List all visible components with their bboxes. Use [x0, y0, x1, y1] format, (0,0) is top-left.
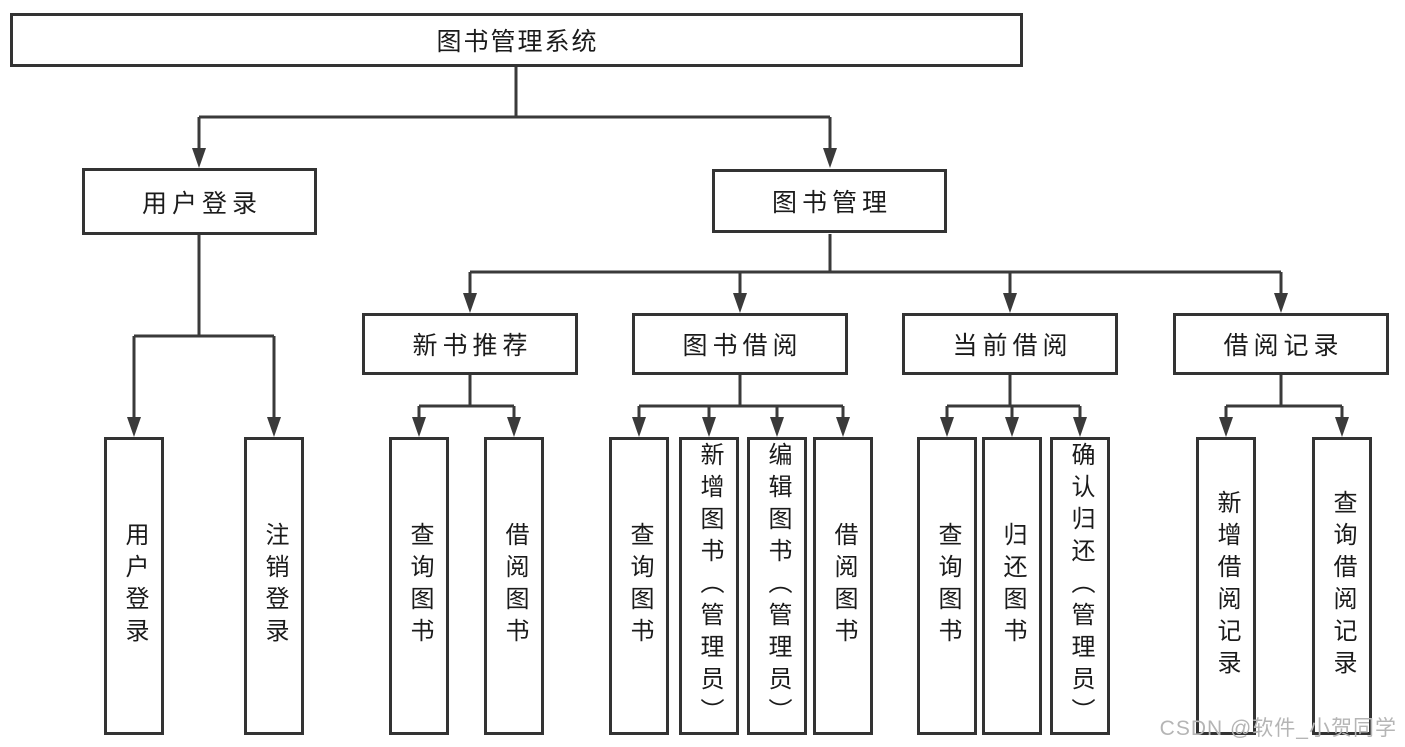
node-label: 图书管理: [771, 189, 892, 217]
leaf-query-books-borrowing: 查询图书: [609, 437, 669, 735]
arrow-down-icon: [702, 417, 716, 437]
arrow-down-icon: [836, 417, 850, 437]
node-label: 当前借阅: [952, 332, 1073, 360]
node-label: 归还图书: [999, 522, 1026, 650]
arrow-down-icon: [127, 417, 141, 437]
node-borrow-records: 借阅记录: [1173, 313, 1389, 375]
leaf-query-books-current: 查询图书: [917, 437, 977, 735]
leaf-user-login: 用户登录: [104, 437, 164, 735]
node-label: 用户登录: [121, 522, 148, 650]
arrow-down-icon: [823, 148, 837, 168]
node-label: 查询图书: [626, 522, 653, 650]
arrow-down-icon: [192, 148, 206, 168]
arrow-down-icon: [1005, 417, 1019, 437]
arrow-down-icon: [412, 417, 426, 437]
arrow-down-icon: [1219, 417, 1233, 437]
arrow-down-icon: [507, 417, 521, 437]
node-label: 新增图书（管理员）: [696, 442, 723, 730]
node-label: 编辑图书（管理员）: [764, 442, 791, 730]
node-label: 新书推荐: [412, 332, 533, 360]
node-library-system: 图书管理系统: [10, 13, 1023, 67]
tree-edges: [132, 67, 1344, 433]
node-label: 用户登录: [141, 189, 262, 218]
arrow-down-icon: [1274, 293, 1288, 313]
node-label: 注销登录: [261, 522, 288, 650]
node-label: 图书管理系统: [436, 28, 599, 56]
arrow-down-icon: [940, 417, 954, 437]
node-label: 图书借阅: [682, 332, 803, 360]
node-label: 借阅记录: [1223, 332, 1344, 360]
node-book-borrowing: 图书借阅: [632, 313, 848, 375]
node-new-book-recommend: 新书推荐: [362, 313, 578, 375]
arrow-down-icon: [1003, 293, 1017, 313]
arrow-down-icon: [463, 293, 477, 313]
arrow-down-icon: [1073, 417, 1087, 437]
leaf-borrow-books: 借阅图书: [813, 437, 873, 735]
leaf-edit-books-admin: 编辑图书（管理员）: [747, 437, 807, 735]
node-user-login: 用户登录: [82, 168, 317, 235]
node-label: 确认归还（管理员）: [1067, 442, 1094, 730]
node-label: 查询图书: [934, 522, 961, 650]
arrow-down-icon: [770, 417, 784, 437]
node-label: 借阅图书: [501, 522, 528, 650]
arrow-down-icon: [267, 417, 281, 437]
node-label: 查询借阅记录: [1329, 490, 1356, 682]
leaf-confirm-return-admin: 确认归还（管理员）: [1050, 437, 1110, 735]
arrow-down-icon: [632, 417, 646, 437]
leaf-borrow-books-recommend: 借阅图书: [484, 437, 544, 735]
arrow-down-icon: [1335, 417, 1349, 437]
arrowheads: [127, 148, 1349, 437]
leaf-return-books: 归还图书: [982, 437, 1042, 735]
node-label: 借阅图书: [830, 522, 857, 650]
node-label: 查询图书: [406, 522, 433, 650]
leaf-logout: 注销登录: [244, 437, 304, 735]
leaf-query-borrow-record: 查询借阅记录: [1312, 437, 1372, 735]
csdn-watermark: CSDN @软件_小贺同学: [1159, 717, 1397, 740]
leaf-add-borrow-record: 新增借阅记录: [1196, 437, 1256, 735]
leaf-add-books-admin: 新增图书（管理员）: [679, 437, 739, 735]
node-book-management: 图书管理: [712, 169, 947, 233]
leaf-query-books-recommend: 查询图书: [389, 437, 449, 735]
node-label: 新增借阅记录: [1213, 490, 1240, 682]
arrow-down-icon: [733, 293, 747, 313]
node-current-borrowing: 当前借阅: [902, 313, 1118, 375]
